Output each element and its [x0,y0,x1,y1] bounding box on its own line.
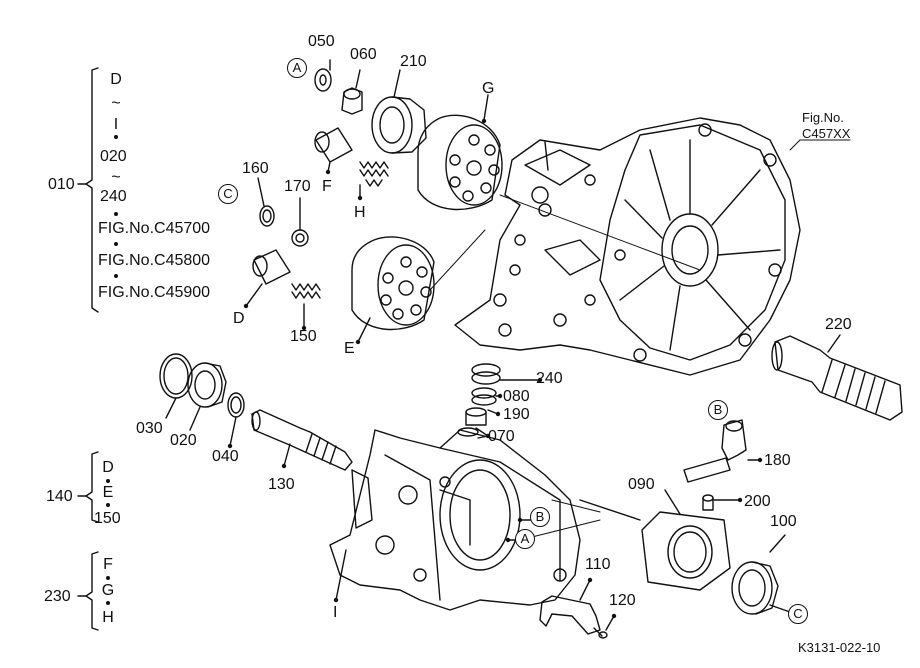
part-label-080: 080 [503,388,530,405]
part-150-spring [291,283,321,329]
fig-no-value: C457XX [802,126,851,141]
circled-ref-b: B [708,400,728,420]
part-g-cylinder-block [417,94,503,211]
upper-housing [454,117,801,376]
group-230-brace [77,551,99,631]
part-label-110: 110 [585,556,611,573]
group-140-item: D [102,459,114,476]
letter-label-i: I [333,604,338,621]
group-010-item: I [113,116,119,133]
group-140-brace [77,451,99,523]
part-110-lever [539,579,601,635]
part-090-plate [579,489,731,591]
group-010-item: FIG.No.C45800 [98,252,211,269]
group-010-item: FIG.No.C45700 [98,220,211,237]
group-140-item: 150 [94,510,121,527]
letter-label-h: H [354,204,366,221]
part-130-shaft [251,409,353,471]
lower-housing [329,429,581,611]
part-e-cylinder-block [351,236,435,343]
group-230-id: 230 [44,588,71,605]
group-010-item: FIG.No.C45900 [98,284,211,301]
group-010-brace [77,67,99,313]
group-230-item: G [101,582,115,599]
letter-label-g: G [482,80,495,97]
part-label-210: 210 [400,53,427,70]
group-010-item: 020 [100,148,127,165]
part-040-ring [227,392,245,447]
group-140-id: 140 [46,488,73,505]
marker-dots [227,118,763,619]
part-label-220: 220 [825,316,852,333]
group-140-item: E [102,484,114,501]
group-010-item: ~ [111,169,121,186]
part-160-snap-ring [257,177,275,227]
part-d-piston [245,249,291,307]
part-label-200: 200 [744,493,771,510]
part-stack-240-080-190-070 [457,363,541,439]
part-label-050: 050 [308,33,335,50]
circled-ref-c: C [218,184,238,204]
part-label-030: 030 [136,420,163,437]
letter-label-f: F [322,178,332,195]
letter-label-d: D [233,310,245,327]
part-label-070: 070 [488,428,515,445]
part-label-120: 120 [609,592,636,609]
circled-ref-a: A [287,58,307,78]
letter-label-e: E [344,340,355,357]
group-230-item: F [103,556,113,573]
circled-ref-b: B [530,507,550,527]
part-label-090: 090 [628,476,655,493]
part-label-180: 180 [764,452,791,469]
part-label-020: 020 [170,432,197,449]
part-label-040: 040 [212,448,239,465]
part-030-snap-ring [159,353,193,419]
group-010-item: ~ [111,95,121,112]
part-label-100: 100 [770,513,797,530]
brace-dots [106,135,118,605]
part-label-130: 130 [268,476,295,493]
reference-lines [429,139,851,541]
group-010-item: D [110,71,122,88]
part-020-bearing [187,362,227,431]
part-050-washer [314,59,332,92]
figure-ref-code: K3131-022-10 [798,640,881,655]
part-100-oil-seal [731,534,791,615]
part-180-lever [683,419,761,483]
part-120-bolt [593,615,615,639]
part-170-spring [291,197,309,247]
part-f-piston [314,127,353,173]
circled-ref-a: A [515,529,535,549]
part-label-190: 190 [503,406,530,423]
circled-ref-c: C [788,604,808,624]
group-010-id: 010 [48,176,75,193]
part-200-pin [702,494,741,511]
part-label-150: 150 [290,328,317,345]
group-010-item: 240 [100,188,127,205]
part-label-170: 170 [284,178,311,195]
group-230-item: H [102,609,114,626]
part-210-bearing [371,69,427,154]
part-220-shaft [771,334,903,421]
part-label-240: 240 [536,370,563,387]
part-h-spring [359,161,389,199]
part-060-bushing [341,69,363,115]
part-label-060: 060 [350,46,377,63]
fig-no-label: Fig.No. [802,110,844,125]
part-label-160: 160 [242,160,269,177]
